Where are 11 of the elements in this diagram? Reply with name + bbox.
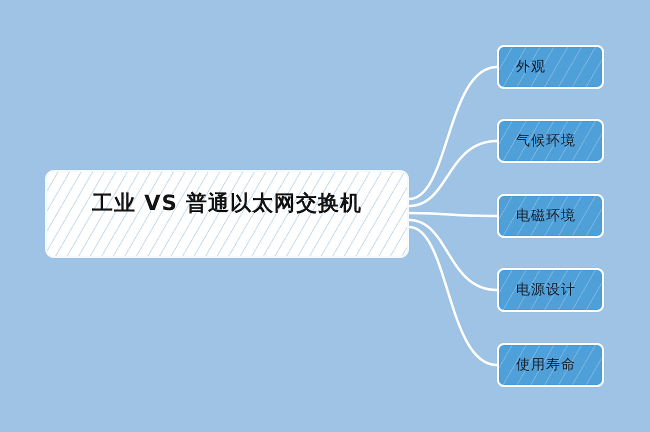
topic-box: 工业 VS 普通以太网交换机 <box>45 170 409 258</box>
connector-line <box>409 212 497 218</box>
subtopic-box: 外观 <box>497 45 604 89</box>
connector-line <box>408 218 498 292</box>
connector-line <box>408 140 498 208</box>
subtopic-box: 使用寿命 <box>497 343 604 387</box>
connector-line <box>408 226 498 366</box>
subtopic-box: 电源设计 <box>497 268 604 312</box>
subtopic-box: 电磁环境 <box>497 194 604 238</box>
connector-line <box>408 66 498 200</box>
subtopic-box: 气候环境 <box>497 119 604 163</box>
